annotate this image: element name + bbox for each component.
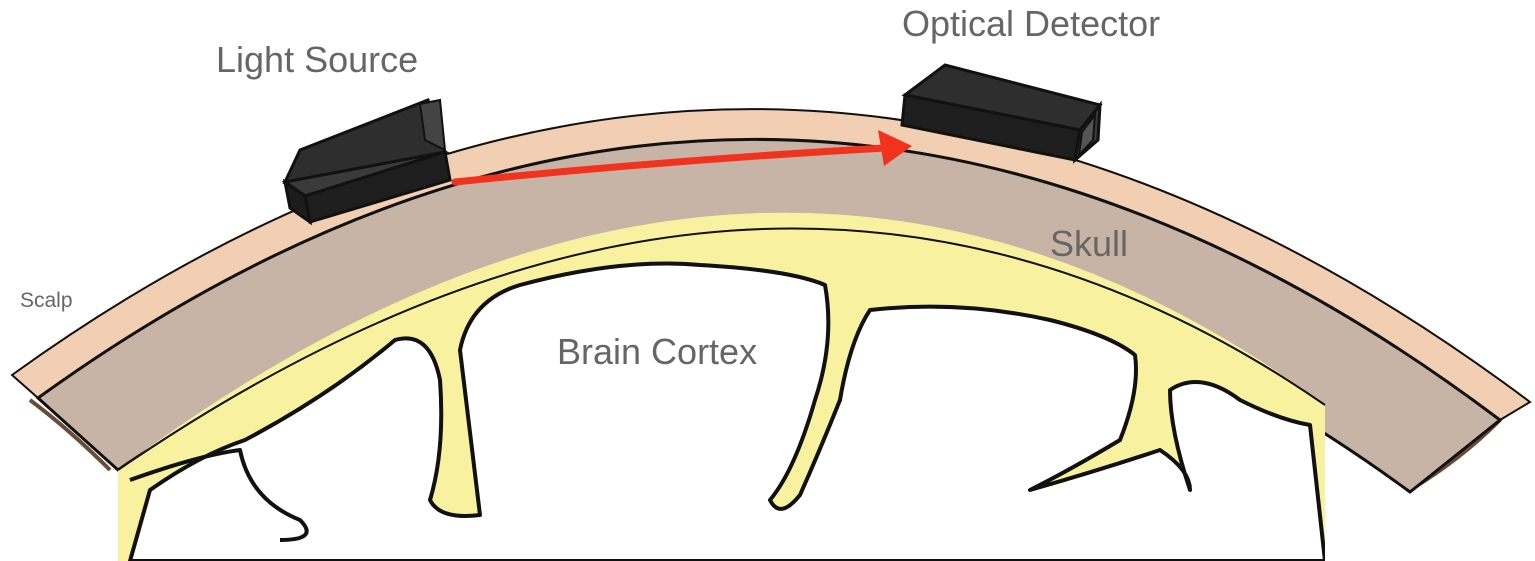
scalp-edge-left [28,398,112,472]
scalp-label: Scalp [20,289,73,312]
optical-detector-device [900,63,1103,164]
brain-cortex-region [118,212,1325,561]
brain-cortex-label: Brain Cortex [557,331,758,372]
sulcus-left [129,448,309,542]
white-matter-region-1 [128,261,1325,561]
optical-detector-label: Optical Detector [902,3,1161,44]
skull-label: Skull [1050,223,1129,264]
light-path-arrow [451,130,912,186]
light-source-label: Light Source [216,39,419,80]
light-source-device [281,98,452,226]
cortex-boundary-line [117,227,1326,471]
